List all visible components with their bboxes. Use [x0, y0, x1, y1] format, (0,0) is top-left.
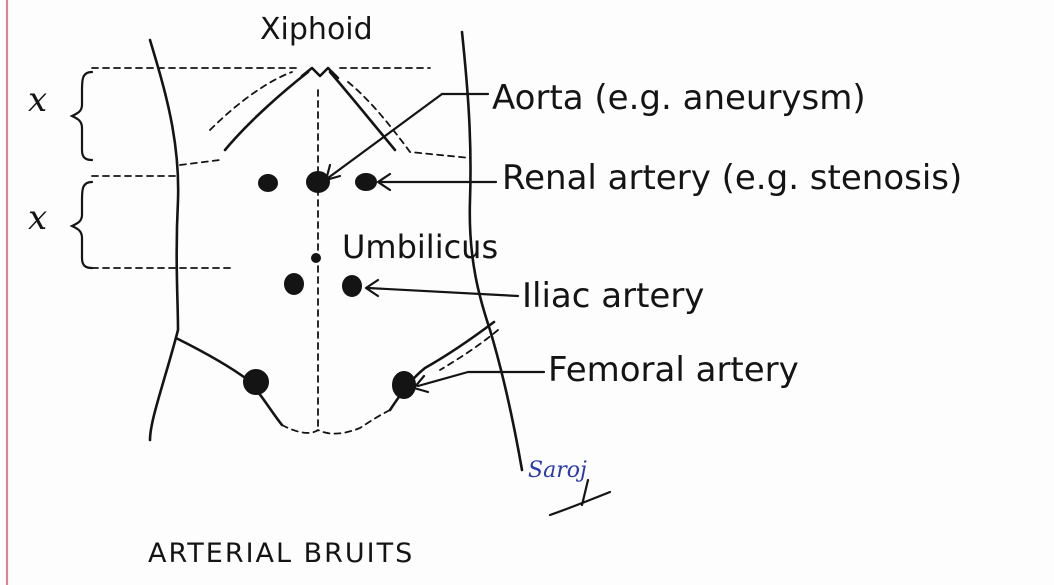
label-femoral-artery: Femoral artery — [548, 350, 799, 390]
renal-point-right — [356, 174, 376, 190]
label-x-lower: x — [28, 198, 47, 238]
label-umbilicus: Umbilicus — [342, 228, 498, 266]
diagram-title: ARTERIAL BRUITS — [148, 538, 414, 569]
author-signature: Saroj — [528, 458, 587, 483]
costal-margin-left — [225, 72, 308, 150]
label-x-upper: x — [28, 80, 47, 120]
pubic-dashed-line — [282, 410, 390, 434]
umbilicus-point — [312, 254, 320, 262]
femoral-point-left — [244, 370, 268, 394]
bracket-upper — [72, 72, 92, 160]
iliac-point-right — [343, 276, 361, 296]
inguinal-right-dashed — [440, 330, 498, 370]
femoral-point-right — [393, 372, 415, 398]
renal-point-left — [259, 175, 277, 191]
torso-left-side — [150, 40, 178, 440]
bracket-lower — [72, 182, 92, 268]
signature-underline — [550, 492, 610, 515]
costal-margin-right — [330, 72, 395, 150]
costal-dashed-lower-left — [180, 160, 220, 165]
label-aorta: Aorta (e.g. aneurysm) — [492, 78, 866, 118]
aorta-arrow-line — [328, 94, 488, 178]
iliac-point-left — [285, 274, 303, 294]
label-renal-artery: Renal artery (e.g. stenosis) — [502, 158, 962, 198]
label-xiphoid: Xiphoid — [260, 12, 373, 47]
aorta-point — [307, 172, 329, 192]
label-iliac-artery: Iliac artery — [522, 276, 704, 316]
iliac-arrow-line — [368, 288, 518, 296]
femoral-arrow-line — [418, 372, 544, 386]
